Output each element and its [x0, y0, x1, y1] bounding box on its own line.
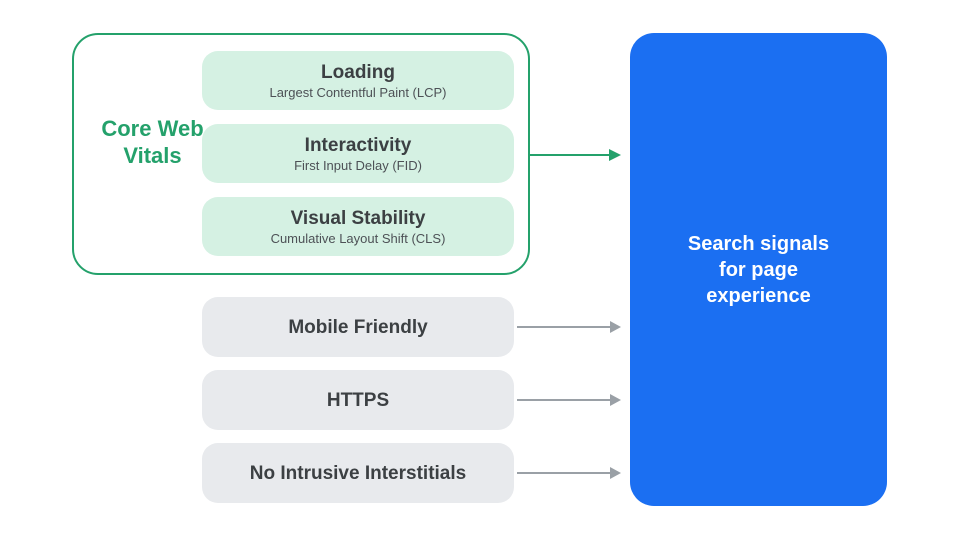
- arrow-head-icon: [610, 467, 621, 479]
- visual-stability-card: Visual Stability Cumulative Layout Shift…: [202, 197, 514, 256]
- https-label: HTTPS: [326, 389, 390, 411]
- https-arrow: [517, 393, 621, 407]
- arrow-shaft: [517, 326, 610, 328]
- arrow-head-icon: [610, 394, 621, 406]
- mobile-friendly-card: Mobile Friendly: [202, 297, 514, 357]
- arrow-head-icon: [610, 321, 621, 333]
- arrow-shaft: [530, 154, 609, 156]
- core-web-vitals-label: Core Web Vitals: [101, 116, 204, 168]
- interactivity-title: Interactivity: [304, 134, 412, 156]
- mobile-friendly-arrow: [517, 320, 621, 334]
- search-signals-label: Search signals for page experience: [687, 232, 830, 307]
- search-signals-box: Search signals for page experience: [630, 33, 887, 506]
- no-intrusive-interstitials-label: No Intrusive Interstitials: [249, 462, 467, 484]
- loading-subtitle: Largest Contentful Paint (LCP): [269, 84, 447, 100]
- arrow-shaft: [517, 472, 610, 474]
- interactivity-subtitle: First Input Delay (FID): [294, 157, 422, 173]
- arrow-head-icon: [609, 149, 621, 161]
- no-intrusive-interstitials-card: No Intrusive Interstitials: [202, 443, 514, 503]
- https-card: HTTPS: [202, 370, 514, 430]
- mobile-friendly-label: Mobile Friendly: [288, 316, 428, 338]
- visual-stability-subtitle: Cumulative Layout Shift (CLS): [270, 230, 446, 246]
- loading-card: Loading Largest Contentful Paint (LCP): [202, 51, 514, 110]
- core-web-vitals-group-border: [72, 33, 530, 275]
- interactivity-card: Interactivity First Input Delay (FID): [202, 124, 514, 183]
- core-web-vitals-arrow: [530, 148, 621, 162]
- arrow-shaft: [517, 399, 610, 401]
- no-intrusive-interstitials-arrow: [517, 466, 621, 480]
- loading-title: Loading: [321, 61, 395, 83]
- visual-stability-title: Visual Stability: [290, 207, 426, 229]
